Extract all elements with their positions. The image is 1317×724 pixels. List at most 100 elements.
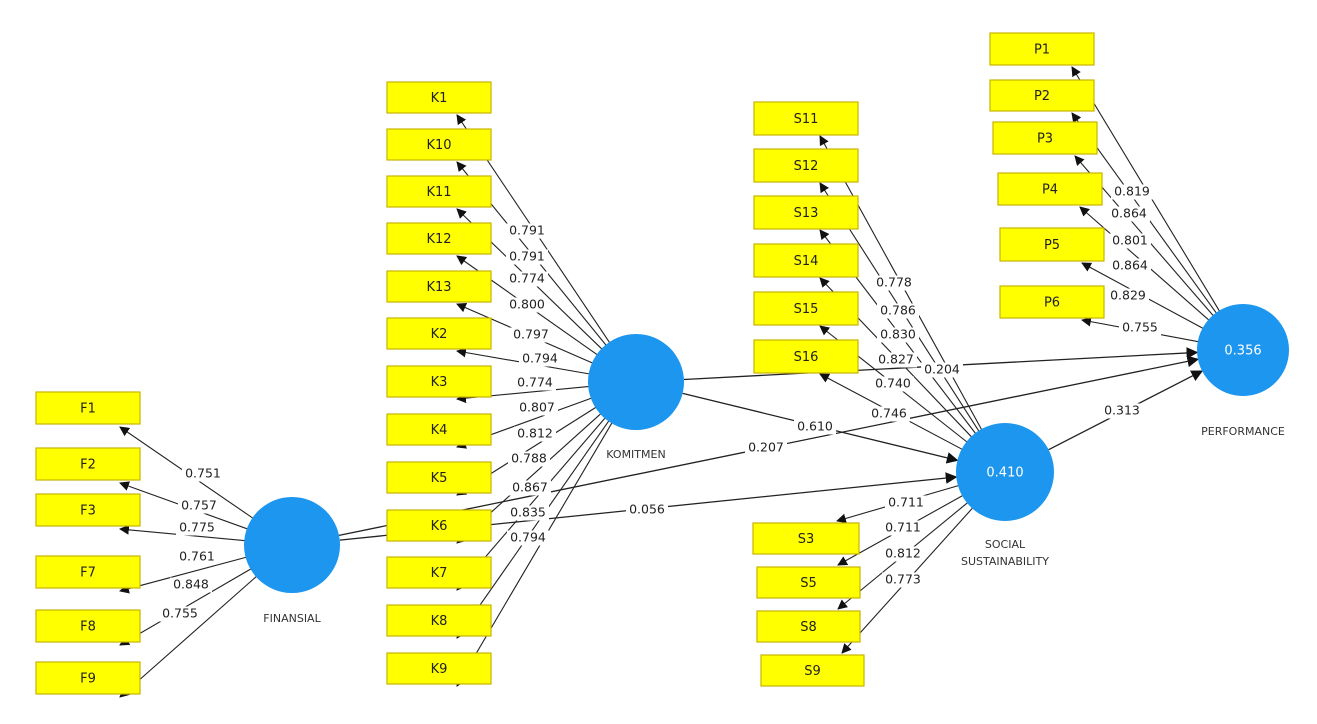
- indicator-K1[interactable]: K1: [386, 81, 492, 114]
- loading-arrow-K8: [456, 417, 612, 639]
- indicator-P6[interactable]: P6: [999, 285, 1105, 319]
- indicator-box: [386, 81, 492, 114]
- loading-P6: 0.755: [1119, 320, 1161, 336]
- indicator-box: [386, 128, 492, 161]
- indicator-box: [386, 175, 492, 208]
- indicator-label: K10: [426, 138, 451, 153]
- indicator-P2[interactable]: P2: [989, 79, 1095, 112]
- construct-finansial[interactable]: FINANSIAL: [244, 497, 340, 625]
- indicator-K11[interactable]: K11: [386, 175, 492, 208]
- indicator-box: [989, 79, 1095, 112]
- indicator-S9[interactable]: S9: [760, 654, 865, 687]
- loading-S15: 0.740: [872, 376, 914, 392]
- loading-P5-text: 0.829: [1110, 288, 1146, 303]
- indicator-label: K8: [431, 614, 448, 629]
- indicator-box: [752, 522, 860, 555]
- loading-S15-text: 0.740: [875, 376, 911, 391]
- indicator-F1[interactable]: F1: [35, 391, 141, 425]
- loading-S11-text: 0.778: [876, 275, 912, 290]
- indicator-K10[interactable]: K10: [386, 128, 492, 161]
- indicator-label: K12: [426, 232, 451, 247]
- indicator-S14[interactable]: S14: [753, 243, 859, 278]
- indicator-box: [386, 652, 492, 685]
- loading-S12-text: 0.786: [880, 303, 916, 318]
- indicator-label: P6: [1044, 296, 1060, 311]
- indicator-box: [386, 270, 492, 303]
- indicator-S11[interactable]: S11: [753, 101, 859, 136]
- loading-K4-text: 0.807: [519, 400, 555, 415]
- indicator-S12[interactable]: S12: [753, 148, 859, 183]
- path-coef-finansial-social: 0.056: [626, 502, 668, 518]
- indicator-S8[interactable]: S8: [756, 610, 861, 643]
- indicator-label: S13: [794, 206, 819, 221]
- loading-K5-text: 0.812: [517, 426, 553, 441]
- loading-arrow-F7: [119, 555, 250, 594]
- loading-P4: 0.864: [1109, 258, 1151, 274]
- construct-komitmen[interactable]: KOMITMEN: [588, 334, 684, 461]
- indicator-K7[interactable]: K7: [386, 556, 492, 589]
- loading-F7-text: 0.761: [179, 549, 215, 564]
- indicator-box: [753, 291, 859, 326]
- indicator-box: [999, 227, 1105, 262]
- indicator-P3[interactable]: P3: [992, 121, 1098, 155]
- indicator-K12[interactable]: K12: [386, 222, 492, 255]
- indicator-F9[interactable]: F9: [35, 661, 141, 695]
- indicator-K5[interactable]: K5: [386, 461, 492, 494]
- construct-name: PERFORMANCE: [1201, 425, 1285, 438]
- indicator-P4[interactable]: P4: [997, 172, 1103, 206]
- indicator-label: S12: [794, 159, 819, 174]
- indicator-K2[interactable]: K2: [386, 317, 492, 350]
- indicator-label: F3: [80, 504, 96, 519]
- indicator-P5[interactable]: P5: [999, 227, 1105, 262]
- indicator-box: [35, 447, 141, 481]
- loading-P3: 0.801: [1109, 233, 1151, 249]
- indicator-K13[interactable]: K13: [386, 270, 492, 303]
- loading-F3-text: 0.775: [179, 520, 215, 535]
- loading-S5-text: 0.711: [885, 520, 921, 535]
- indicator-P1[interactable]: P1: [989, 32, 1095, 66]
- loading-F9: 0.755: [159, 606, 201, 622]
- loading-K11: 0.774: [506, 271, 548, 287]
- indicator-F3[interactable]: F3: [35, 493, 141, 527]
- path-coef-komitmen-performance: 0.204: [921, 362, 963, 378]
- path-coef-finansial-performance-text: 0.207: [748, 440, 784, 455]
- loading-K11-text: 0.774: [509, 271, 545, 286]
- indicator-S13[interactable]: S13: [753, 195, 859, 230]
- loading-K7: 0.867: [509, 480, 551, 496]
- path-coef-finansial-social-text: 0.056: [629, 502, 665, 517]
- construct-circle: [956, 423, 1054, 521]
- indicator-label: P5: [1044, 238, 1060, 253]
- path-coef-komitmen-performance-text: 0.204: [924, 362, 960, 377]
- indicator-K4[interactable]: K4: [386, 413, 492, 446]
- indicator-box: [35, 493, 141, 527]
- indicator-box: [386, 365, 492, 398]
- indicator-label: K11: [426, 185, 451, 200]
- construct-circle: [588, 334, 684, 430]
- loading-F8-text: 0.848: [173, 577, 209, 592]
- indicator-K6[interactable]: K6: [386, 509, 492, 542]
- indicator-box: [753, 243, 859, 278]
- indicator-K9[interactable]: K9: [386, 652, 492, 685]
- indicator-S16[interactable]: S16: [753, 339, 859, 374]
- loading-K3: 0.774: [514, 375, 556, 391]
- indicator-box: [753, 339, 859, 374]
- loading-S11: 0.778: [873, 275, 915, 291]
- indicator-S5[interactable]: S5: [756, 566, 861, 599]
- indicator-F8[interactable]: F8: [35, 609, 141, 643]
- r-squared-value: 0.356: [1224, 344, 1261, 359]
- indicator-S15[interactable]: S15: [753, 291, 859, 326]
- loading-F2-text: 0.757: [181, 498, 217, 513]
- loading-F8: 0.848: [170, 577, 212, 593]
- indicator-K8[interactable]: K8: [386, 604, 492, 637]
- indicator-S3[interactable]: S3: [752, 522, 860, 555]
- indicator-F7[interactable]: F7: [35, 555, 141, 589]
- loading-S9-text: 0.773: [885, 572, 921, 587]
- indicator-box: [999, 285, 1105, 319]
- indicator-box: [35, 391, 141, 425]
- indicator-F2[interactable]: F2: [35, 447, 141, 481]
- indicator-box: [35, 555, 141, 589]
- indicator-K3[interactable]: K3: [386, 365, 492, 398]
- indicator-label: K4: [431, 423, 448, 438]
